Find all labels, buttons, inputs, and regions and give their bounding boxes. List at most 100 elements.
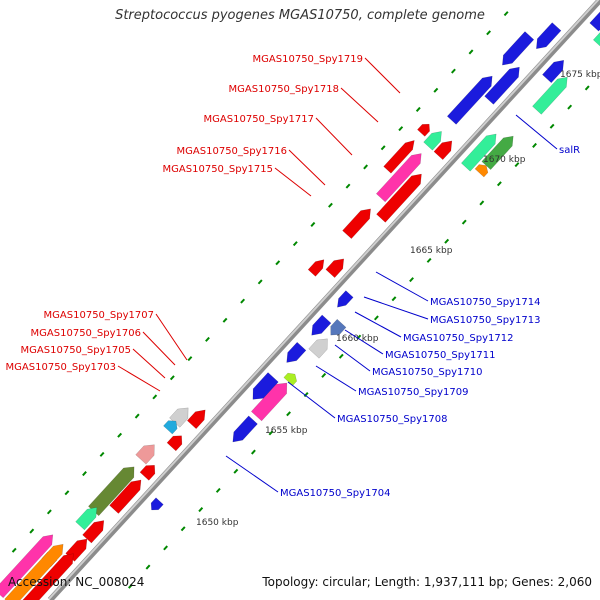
gene-feature-20 xyxy=(337,290,354,308)
tick-mark xyxy=(380,145,386,151)
gene-label-leader xyxy=(274,167,312,197)
gene-label-group: MGAS10750_Spy1717 xyxy=(204,114,353,156)
tick-label: 1650 kbp xyxy=(196,518,239,528)
gene-feature-32 xyxy=(166,435,183,452)
gene-feature-26 xyxy=(252,372,279,400)
gene-feature-23 xyxy=(308,338,328,359)
gene-feature-2 xyxy=(536,22,562,50)
tick-mark xyxy=(468,49,474,55)
tick-mark xyxy=(250,449,256,455)
gene-label-leader xyxy=(515,114,558,150)
tick-mark xyxy=(128,583,133,589)
tick-mark xyxy=(338,353,344,359)
gene-label-leader xyxy=(364,57,401,94)
gene-feature-28 xyxy=(232,415,258,443)
gene-label: MGAS10750_Spy1705 xyxy=(21,345,131,356)
gene-feature-34 xyxy=(139,464,156,481)
tick-mark xyxy=(310,221,316,227)
gene-label: MGAS10750_Spy1704 xyxy=(280,488,390,499)
gene-label-leader xyxy=(334,344,371,372)
gene-label-leader xyxy=(155,313,188,361)
tick-mark xyxy=(99,451,105,457)
tick-mark xyxy=(222,317,228,323)
tick-mark xyxy=(240,298,246,304)
gene-label-group: MGAS10750_Spy1708 xyxy=(287,381,447,425)
gene-label: MGAS10750_Spy1706 xyxy=(31,328,141,339)
tick-mark xyxy=(205,336,210,342)
tick-mark xyxy=(29,528,35,534)
backbone-highlight xyxy=(48,0,600,600)
gene-label: MGAS10750_Spy1717 xyxy=(204,114,314,125)
gene-label-group: MGAS10750_Spy1703 xyxy=(6,362,161,392)
tick-label: 1665 kbp xyxy=(410,246,453,256)
tick-mark xyxy=(549,123,555,129)
tick-mark xyxy=(567,104,573,110)
tick-mark xyxy=(363,164,369,170)
tick-mark xyxy=(479,200,485,206)
gene-label-leader xyxy=(315,365,357,392)
gene-label: MGAS10750_Spy1711 xyxy=(385,350,495,361)
gene-label-leader xyxy=(225,455,279,493)
gene-label-leader xyxy=(287,381,336,419)
gene-label: MGAS10750_Spy1709 xyxy=(358,387,468,398)
gene-feature-31 xyxy=(163,420,178,435)
gene-label: MGAS10750_Spy1708 xyxy=(337,414,447,425)
tick-mark xyxy=(486,30,492,36)
tick-mark xyxy=(268,430,274,436)
tick-label: 1660 kbp xyxy=(336,334,379,344)
tick-label: 1670 kbp xyxy=(483,155,526,165)
gene-label: MGAS10750_Spy1715 xyxy=(163,164,273,175)
gene-feature-38 xyxy=(75,507,98,531)
gene-label-leader xyxy=(363,296,429,320)
tick-mark xyxy=(64,490,70,496)
gene-feature-37 xyxy=(88,466,135,517)
gene-label-group: MGAS10750_Spy1710 xyxy=(334,344,482,378)
gene-label-group: MGAS10750_Spy1714 xyxy=(375,271,540,308)
tick-mark xyxy=(444,238,450,244)
gene-label-group: MGAS10750_Spy1716 xyxy=(177,146,326,186)
gene-feature-6 xyxy=(484,66,520,105)
tick-mark xyxy=(286,411,291,417)
gene-label-group: MGAS10750_Spy1705 xyxy=(21,345,166,379)
gene-label-group: MGAS10750_Spy1704 xyxy=(225,455,390,499)
tick-mark xyxy=(503,11,509,17)
gene-feature-13 xyxy=(417,123,430,137)
gene-label-group: MGAS10750_Spy1713 xyxy=(363,296,540,326)
gene-label-group: MGAS10750_Spy1712 xyxy=(354,311,513,344)
tick-mark xyxy=(163,545,169,551)
gene-label-leader xyxy=(344,329,384,355)
gene-feature-33 xyxy=(135,444,155,465)
tick-mark xyxy=(117,432,123,438)
gene-label: MGAS10750_Spy1714 xyxy=(430,297,540,308)
gene-feature-0 xyxy=(589,11,600,32)
tick-mark xyxy=(345,183,351,189)
gene-feature-30 xyxy=(169,407,189,428)
gene-feature-3 xyxy=(502,31,535,66)
tick-mark xyxy=(532,142,537,148)
tick-mark xyxy=(257,279,263,285)
gene-label: salR xyxy=(559,145,580,156)
gene-label-group: MGAS10750_Spy1707 xyxy=(44,310,188,361)
gene-label: MGAS10750_Spy1719 xyxy=(253,54,363,65)
gene-label-leader xyxy=(354,311,402,338)
gene-label-leader xyxy=(340,87,379,123)
tick-mark xyxy=(275,260,281,266)
tick-mark xyxy=(180,526,186,532)
gene-feature-14 xyxy=(375,153,422,203)
gene-feature-18 xyxy=(325,258,345,278)
gene-feature-29 xyxy=(186,409,206,430)
tick-mark xyxy=(514,162,520,168)
tick-mark xyxy=(496,181,502,187)
tick-label: 1675 kbp xyxy=(560,70,600,80)
tick-mark xyxy=(415,106,421,112)
gene-label: MGAS10750_Spy1718 xyxy=(229,84,339,95)
gene-feature-17 xyxy=(342,208,371,240)
tick-mark xyxy=(426,257,432,263)
tick-mark xyxy=(328,202,333,208)
gene-label-leader xyxy=(142,331,176,366)
gene-feature-36 xyxy=(109,479,142,514)
tick-mark xyxy=(187,356,193,362)
tick-mark xyxy=(391,296,397,302)
tick-mark xyxy=(584,85,590,91)
gene-feature-4 xyxy=(542,59,565,84)
